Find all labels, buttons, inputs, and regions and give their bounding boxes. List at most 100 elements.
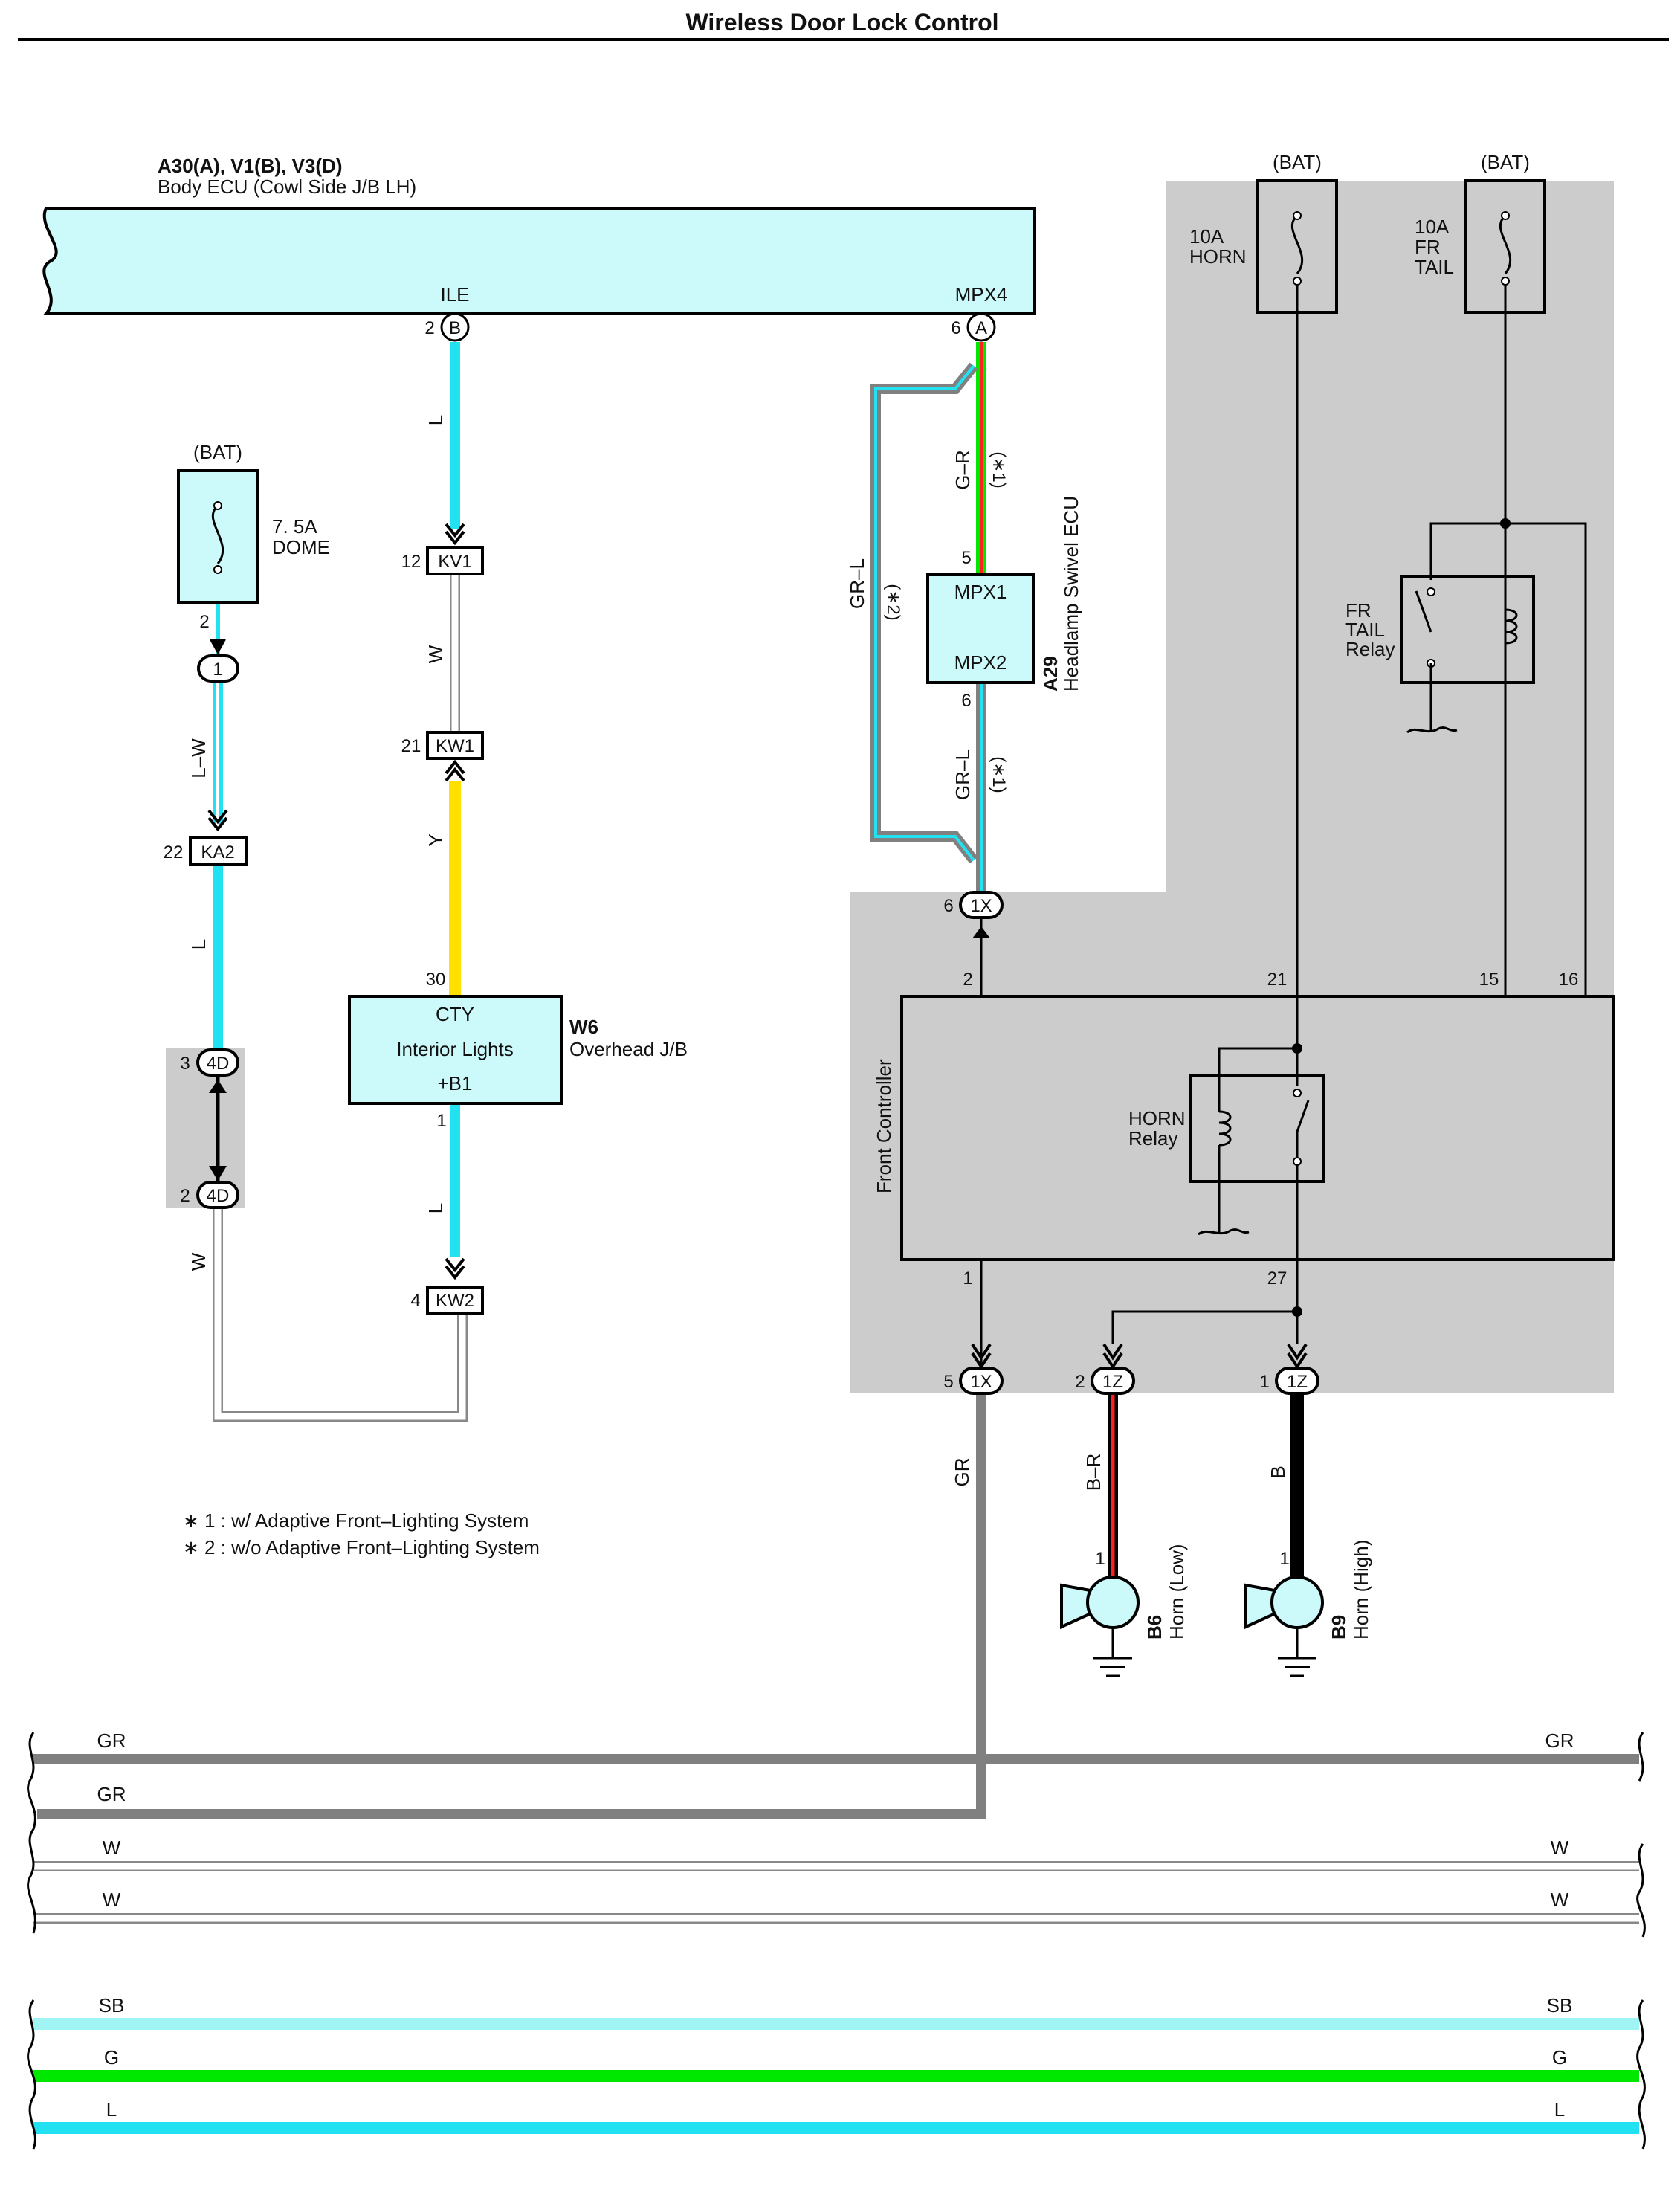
svg-text:30: 30 bbox=[426, 970, 446, 990]
svg-text:16: 16 bbox=[1559, 970, 1579, 990]
svg-text:HORN: HORN bbox=[1189, 245, 1247, 268]
conn-1z-high bbox=[1275, 1367, 1319, 1395]
horn-relay bbox=[1189, 1074, 1325, 1183]
svg-text:4: 4 bbox=[410, 1291, 420, 1311]
svg-text:W: W bbox=[1551, 1837, 1569, 1859]
svg-text:GR–L: GR–L bbox=[952, 749, 974, 800]
body-ecu-name: Body ECU (Cowl Side J/B LH) bbox=[158, 175, 416, 198]
conn-j1 bbox=[197, 654, 239, 683]
svg-text:GR: GR bbox=[97, 1783, 126, 1805]
fuse-horn bbox=[1256, 179, 1338, 314]
swivel-ecu-code: A29 bbox=[1039, 656, 1062, 691]
svg-text:5: 5 bbox=[943, 1372, 953, 1392]
svg-text:Relay: Relay bbox=[1128, 1127, 1177, 1150]
svg-text:22: 22 bbox=[164, 842, 184, 863]
svg-text:1: 1 bbox=[1095, 1549, 1105, 1569]
svg-text:1X: 1X bbox=[970, 896, 992, 916]
frtail-relay bbox=[1400, 575, 1535, 684]
conn-mpx4-pin bbox=[966, 312, 996, 342]
svg-text:GR: GR bbox=[1545, 1729, 1574, 1752]
svg-text:MPX2: MPX2 bbox=[954, 651, 1007, 674]
svg-text:L: L bbox=[1554, 2098, 1565, 2121]
terminal-mpx4: MPX4 bbox=[955, 283, 1008, 306]
overhead-jb-name: Overhead J/B bbox=[569, 1038, 688, 1060]
front-controller-box bbox=[900, 995, 1615, 1261]
body-ecu-box bbox=[42, 207, 1036, 315]
svg-text:4D: 4D bbox=[207, 1054, 230, 1074]
terminal-ile: ILE bbox=[440, 283, 469, 306]
body-ecu-codes: A30(A), V1(B), V3(D) bbox=[158, 155, 342, 177]
horn-low-name: Horn (Low) bbox=[1166, 1544, 1188, 1640]
svg-text:TAIL: TAIL bbox=[1345, 619, 1385, 641]
svg-text:1: 1 bbox=[213, 660, 222, 680]
conn-1z-low bbox=[1091, 1367, 1135, 1395]
note-1: ∗ 1 : w/ Adaptive Front–Lighting System bbox=[183, 1509, 529, 1532]
conn-kv1 bbox=[426, 546, 484, 575]
svg-text:12: 12 bbox=[401, 552, 421, 572]
svg-text:FR: FR bbox=[1345, 599, 1372, 622]
svg-text:W: W bbox=[103, 1889, 121, 1911]
svg-text:(∗1): (∗1) bbox=[989, 451, 1009, 488]
svg-text:G–R: G–R bbox=[952, 450, 974, 489]
svg-text:B–R: B–R bbox=[1082, 1454, 1105, 1492]
svg-text:(∗2): (∗2) bbox=[883, 584, 903, 620]
svg-text:3: 3 bbox=[180, 1054, 190, 1074]
conn-ile-pin bbox=[440, 312, 470, 342]
svg-text:4D: 4D bbox=[207, 1186, 230, 1206]
svg-text:10A: 10A bbox=[1189, 225, 1224, 248]
svg-text:1: 1 bbox=[963, 1268, 972, 1289]
conn-1x-top bbox=[959, 891, 1004, 919]
svg-text:(BAT): (BAT) bbox=[1481, 151, 1530, 173]
horn-low-code: B6 bbox=[1143, 1615, 1166, 1640]
svg-text:L: L bbox=[187, 939, 210, 949]
svg-text:Interior Lights: Interior Lights bbox=[396, 1038, 514, 1060]
page-title: Wireless Door Lock Control bbox=[685, 9, 998, 36]
conn-ka2 bbox=[189, 836, 248, 866]
svg-text:SB: SB bbox=[99, 1994, 125, 2016]
note-2: ∗ 2 : w/o Adaptive Front–Lighting System bbox=[183, 1536, 540, 1558]
wire-gr-to-bus bbox=[37, 1395, 986, 1819]
svg-text:5: 5 bbox=[961, 548, 971, 568]
svg-text:HORN: HORN bbox=[1128, 1107, 1186, 1129]
svg-text:GR: GR bbox=[97, 1729, 126, 1752]
svg-text:10A: 10A bbox=[1415, 216, 1450, 238]
svg-text:GR–L: GR–L bbox=[846, 558, 868, 609]
svg-text:2: 2 bbox=[199, 612, 209, 632]
svg-text:21: 21 bbox=[401, 736, 421, 756]
svg-text:FR: FR bbox=[1415, 236, 1441, 258]
front-controller-shaded-area bbox=[850, 181, 1614, 1393]
svg-text:W: W bbox=[103, 1837, 121, 1859]
svg-text:KW1: KW1 bbox=[436, 736, 474, 756]
svg-text:SB: SB bbox=[1547, 1994, 1573, 2016]
svg-text:7. 5A: 7. 5A bbox=[272, 515, 317, 538]
svg-text:15: 15 bbox=[1479, 970, 1499, 990]
svg-text:1Z: 1Z bbox=[1287, 1372, 1308, 1392]
fuse-frtail bbox=[1464, 179, 1546, 314]
svg-text:1Z: 1Z bbox=[1102, 1372, 1123, 1392]
svg-text:1: 1 bbox=[1279, 1549, 1289, 1569]
svg-text:W: W bbox=[424, 645, 447, 663]
conn-kw2 bbox=[426, 1286, 484, 1315]
svg-text:MPX1: MPX1 bbox=[954, 581, 1007, 603]
svg-text:KA2: KA2 bbox=[201, 842, 234, 863]
svg-text:6: 6 bbox=[943, 896, 953, 916]
svg-text:2: 2 bbox=[424, 318, 434, 338]
svg-text:1: 1 bbox=[436, 1111, 446, 1131]
overhead-jb-code: W6 bbox=[569, 1016, 598, 1038]
svg-text:KW2: KW2 bbox=[436, 1291, 474, 1311]
svg-text:2: 2 bbox=[180, 1186, 190, 1206]
svg-text:1: 1 bbox=[1259, 1372, 1269, 1392]
horn-high-code: B9 bbox=[1328, 1615, 1350, 1640]
svg-text:L–W: L–W bbox=[187, 738, 210, 778]
svg-text:21: 21 bbox=[1267, 970, 1288, 990]
svg-text:B: B bbox=[449, 318, 461, 338]
svg-text:W: W bbox=[187, 1252, 210, 1271]
svg-text:DOME: DOME bbox=[272, 536, 330, 558]
svg-text:6: 6 bbox=[961, 691, 971, 711]
svg-text:KV1: KV1 bbox=[438, 552, 471, 572]
swivel-ecu-box bbox=[926, 573, 1035, 684]
svg-text:TAIL: TAIL bbox=[1415, 256, 1454, 278]
conn-1x-bottom bbox=[959, 1367, 1004, 1395]
svg-text:1X: 1X bbox=[970, 1372, 992, 1392]
